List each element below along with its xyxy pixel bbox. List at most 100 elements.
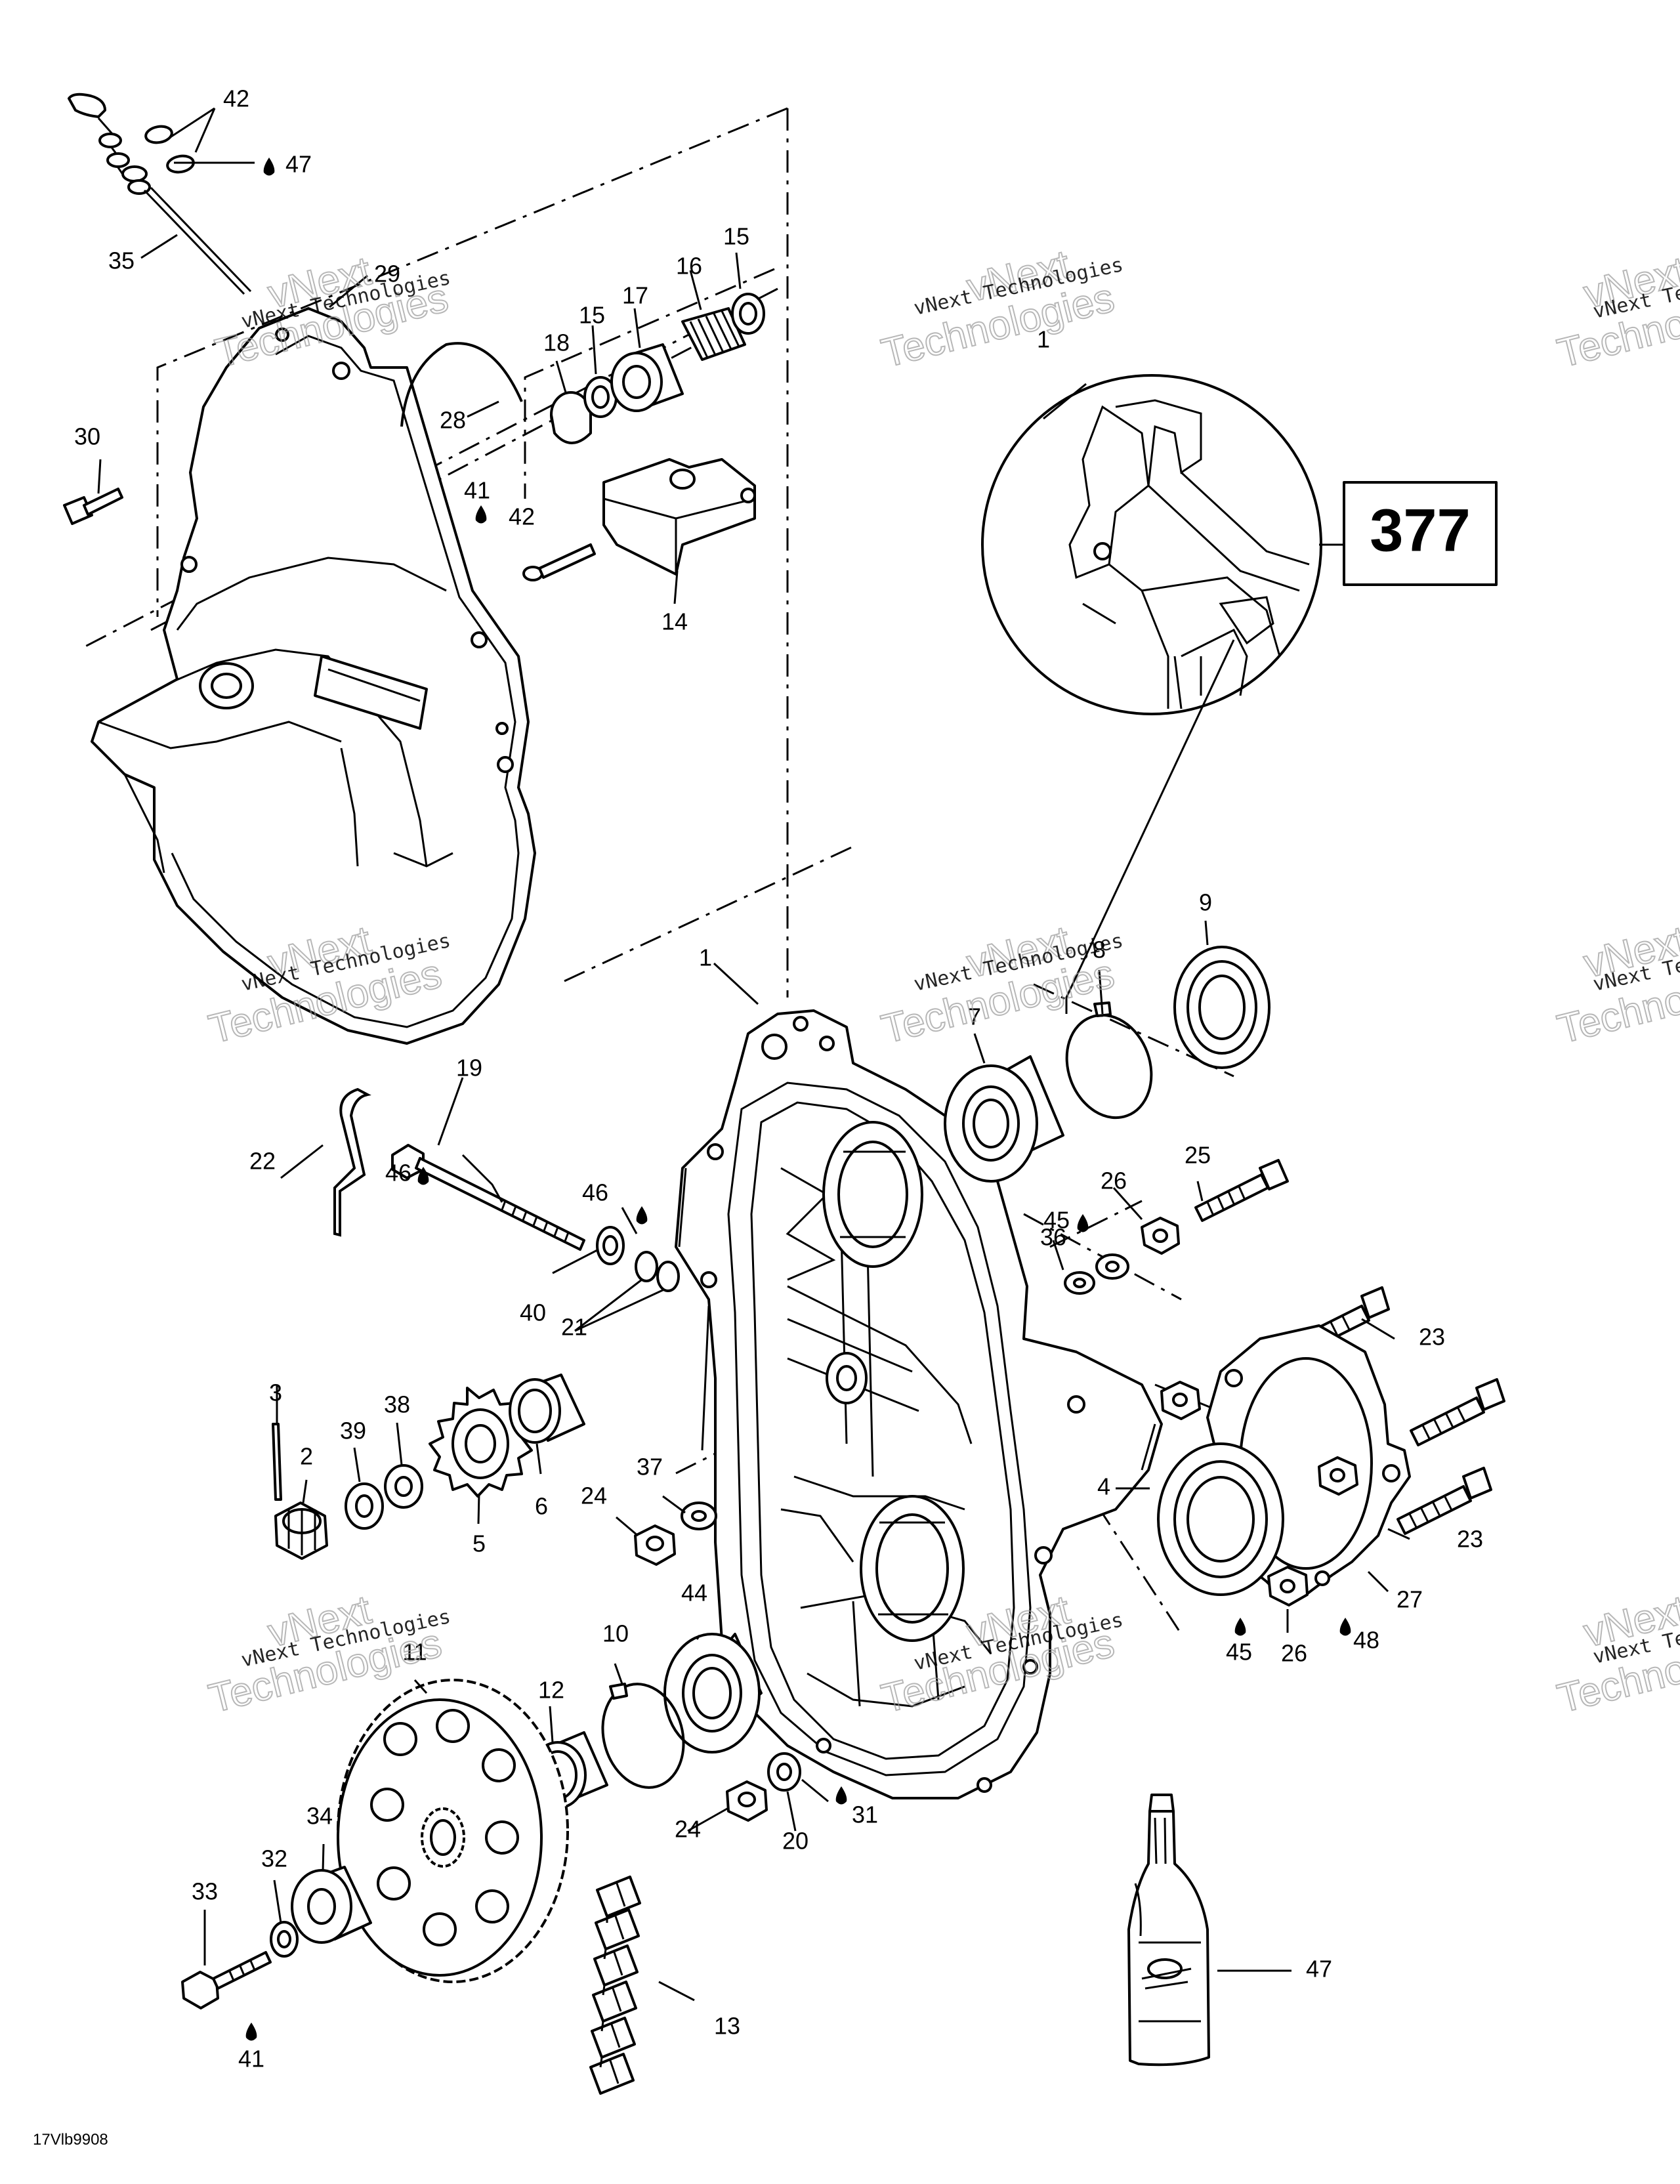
label-19: 19 [456, 1055, 482, 1082]
part-23-bolt-c [1396, 1467, 1492, 1535]
label-1: 1 [699, 944, 712, 971]
part-43-o-rings [144, 125, 195, 174]
label-22: 22 [249, 1148, 276, 1175]
part-26-nut-lower [1267, 1566, 1309, 1606]
label-26a: 26 [1101, 1167, 1127, 1194]
label-28: 28 [440, 407, 466, 434]
part-42-bolt [522, 543, 596, 581]
label-29: 29 [374, 261, 400, 287]
label-46b: 46 [582, 1179, 608, 1206]
label-24b: 24 [675, 1816, 701, 1843]
label-5: 5 [472, 1530, 486, 1557]
label-45b: 45 [1226, 1639, 1252, 1666]
part-33-washer [681, 1502, 717, 1530]
part-19-bolt [391, 1144, 585, 1251]
label-17: 17 [622, 282, 648, 309]
oil-drop-icon [636, 1206, 648, 1225]
oil-drop-icon [475, 505, 487, 524]
part-24-nut-lower [726, 1780, 768, 1822]
label-47b: 47 [1306, 1956, 1332, 1983]
label-30: 30 [74, 423, 100, 450]
label-13: 13 [714, 2013, 740, 2040]
label-33: 37 [637, 1454, 663, 1480]
watermarks: vNext Technologies vNext Technologies vN… [204, 241, 1680, 1722]
drawing-code: 17Vlb9908 [33, 2131, 108, 2149]
label-2: 2 [300, 1443, 313, 1470]
label-24a: 24 [581, 1482, 607, 1509]
label-4: 4 [1097, 1473, 1110, 1500]
oil-drop-icon [245, 2023, 257, 2041]
part-3-pin [272, 1423, 282, 1501]
label-36: 32 [261, 1845, 287, 1872]
label-38: 38 [384, 1391, 410, 1418]
part-4-bearing-seal [1157, 1442, 1284, 1596]
label-7: 7 [968, 1003, 981, 1030]
part-23-bolt-b [1410, 1378, 1505, 1446]
part-number-labels: 42 47 35 29 30 28 15 16 17 15 18 41 42 1… [74, 85, 1483, 2072]
oil-drop-icon [417, 1167, 429, 1185]
label-25: 25 [1185, 1142, 1211, 1169]
part-24-nut-upper [634, 1524, 676, 1566]
part-15-washer-b [731, 293, 765, 335]
leader-lines [97, 107, 1410, 2002]
label-48: 48 [1353, 1627, 1379, 1654]
label-34: 34 [306, 1803, 333, 1830]
part-7-bearing [944, 1055, 1064, 1183]
label-27: 27 [1396, 1586, 1423, 1613]
part-44-bearing [663, 1633, 763, 1754]
label-15a: 15 [723, 223, 749, 250]
oil-drop-icon [835, 1786, 847, 1805]
part-31-dipstick-rod [68, 93, 252, 295]
part-14-tensioner-bracket [602, 458, 756, 576]
part-20-washer [767, 1752, 801, 1792]
oil-drop-icon [263, 158, 275, 176]
label-12: 12 [538, 1677, 564, 1704]
label-41b: 41 [238, 2046, 264, 2072]
label-32: 36 [1040, 1224, 1066, 1251]
part-40-washer [596, 1226, 625, 1265]
label-8: 8 [1093, 936, 1106, 963]
label-42: 42 [509, 503, 535, 530]
part-13-chain [589, 1876, 641, 2095]
part-34-spacer [291, 1866, 372, 1944]
label-41a: 41 [464, 477, 490, 504]
part-2-castle-nut [274, 1502, 328, 1560]
part-30-bolt [63, 488, 123, 525]
label-37: 33 [192, 1878, 218, 1905]
oil-drop-icon [1077, 1214, 1089, 1232]
label-15b: 15 [579, 302, 605, 329]
part-10-snap-ring [601, 1683, 685, 1789]
part-6-spacer [509, 1374, 585, 1444]
part-32-washers [1064, 1253, 1129, 1295]
detail-callout: 377 [981, 374, 1498, 1014]
label-44: 44 [681, 1580, 707, 1606]
label-16: 16 [676, 253, 702, 280]
label-45a: 45 [1043, 1207, 1070, 1234]
part-28-wire-seal [400, 342, 523, 427]
part-29-chaincase-cover [91, 307, 536, 1045]
label-18: 18 [543, 329, 570, 356]
part-36-washer [270, 1921, 299, 1958]
part-26-nut-upper [1141, 1217, 1180, 1255]
part-25-bolt [1194, 1159, 1289, 1222]
part-18-bushing [550, 391, 592, 444]
label-6: 6 [535, 1493, 548, 1520]
label-47a: 47 [285, 151, 312, 178]
part-22-hair-pin-clip [333, 1087, 371, 1237]
label-9: 9 [1199, 889, 1212, 916]
part-17-roller [610, 343, 684, 412]
part-1-chaincase-housing [675, 1009, 1163, 1799]
label-35: 31 [852, 1801, 878, 1828]
label-1-detail: 1 [1037, 326, 1050, 353]
label-3: 3 [269, 1379, 282, 1406]
label-23b: 23 [1457, 1526, 1483, 1553]
label-43: 42 [223, 85, 249, 112]
oil-drop-icon [1234, 1618, 1246, 1636]
part-47-oil-bottle [1127, 1794, 1210, 2067]
label-20: 20 [782, 1828, 808, 1855]
label-10: 10 [602, 1620, 629, 1647]
part-9-seal [1173, 946, 1270, 1069]
label-46a: 46 [385, 1160, 411, 1186]
part-37-bolt [181, 1951, 272, 2009]
